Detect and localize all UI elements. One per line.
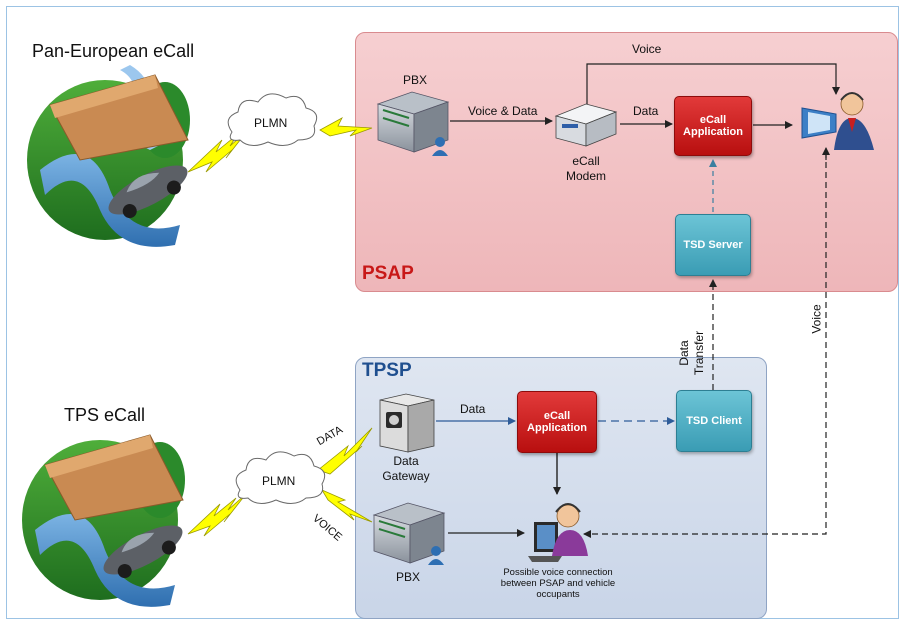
ecall-application-tpsp[interactable]: eCall Application xyxy=(517,391,597,453)
data-gateway-label: Data Gateway xyxy=(382,454,430,483)
voice-label-vertical: Voice xyxy=(809,304,824,334)
operator-icon xyxy=(801,92,874,150)
modem-icon xyxy=(554,103,618,147)
landscape-icon xyxy=(27,65,190,247)
psap-label: PSAP xyxy=(362,263,414,284)
pbx-server-icon xyxy=(376,91,450,156)
tsd-server-node[interactable]: TSD Server xyxy=(675,214,751,276)
ecall-modem-label: eCall Modem xyxy=(565,154,606,183)
operator-icon xyxy=(528,503,588,562)
data-gateway-icon xyxy=(379,393,435,453)
plmn-label-bottom: PLMN xyxy=(262,474,296,488)
landscape-icon xyxy=(22,434,185,607)
voice-arrow xyxy=(586,63,840,104)
psap-region: PSAP xyxy=(355,32,898,292)
pbx-label-bottom: PBX xyxy=(396,570,421,584)
voice-link-arrow xyxy=(583,152,827,538)
plmn-label-top: PLMN xyxy=(254,116,288,130)
data-label-psap: Data xyxy=(633,104,659,118)
ecall-application-psap[interactable]: eCall Application xyxy=(674,96,752,156)
pbx-server-icon xyxy=(372,502,446,565)
tpsp-label: TPSP xyxy=(362,360,412,381)
tps-heading: TPS eCall xyxy=(64,405,146,425)
voice-connection-note: Possible voice connection between PSAP a… xyxy=(500,567,616,600)
voice-label-top: Voice xyxy=(632,42,662,56)
pan-european-heading: Pan-European eCall xyxy=(32,41,195,61)
cloud-icon xyxy=(227,93,318,146)
cloud-icon xyxy=(235,451,326,504)
tsd-client-node[interactable]: TSD Client xyxy=(676,390,752,452)
voice-and-data-label: Voice & Data xyxy=(468,104,538,118)
data-label-tpsp: Data xyxy=(460,402,486,416)
data-transfer-label: Data Transfer xyxy=(677,330,706,376)
pbx-label-top: PBX xyxy=(403,73,428,87)
